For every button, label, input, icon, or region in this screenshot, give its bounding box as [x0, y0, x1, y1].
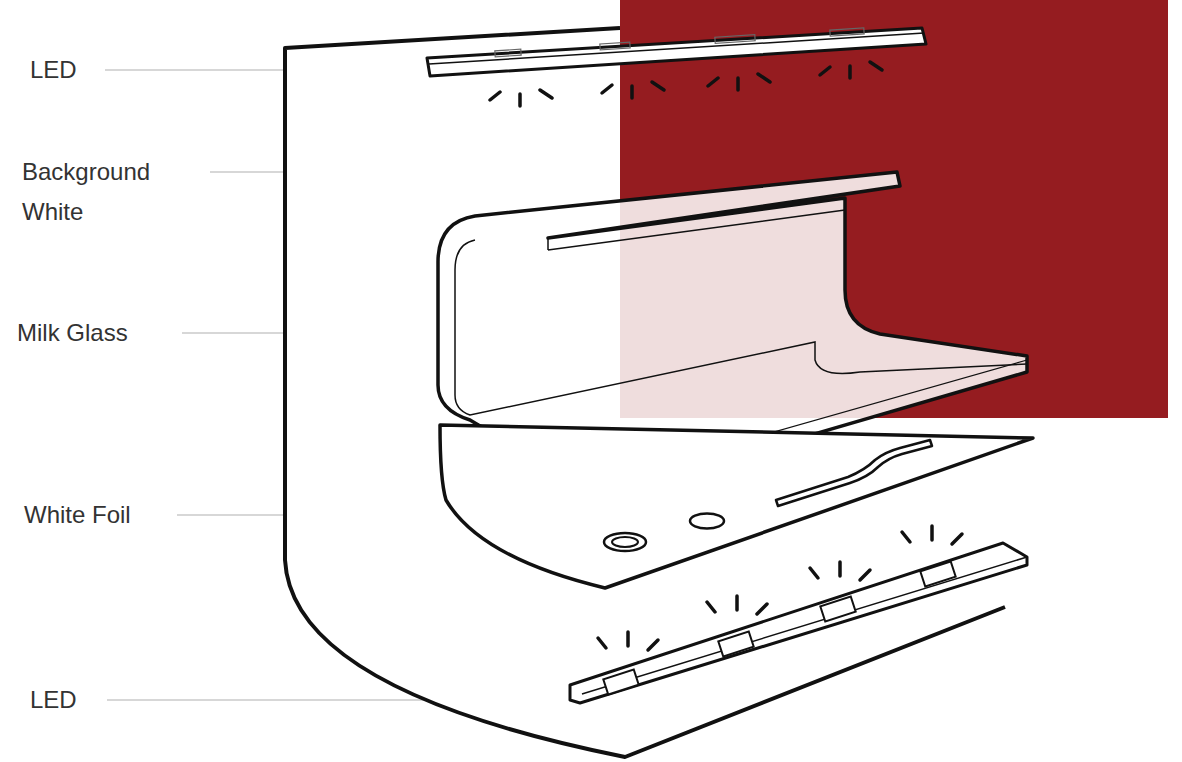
- foil-hole: [690, 514, 724, 529]
- led-board: [570, 543, 1027, 703]
- foil-hole: [604, 533, 646, 551]
- top-led-strip: [427, 28, 926, 106]
- bottom-led-strip: [570, 526, 1027, 703]
- part-label: LED: [30, 50, 120, 90]
- white-foil-part: [440, 425, 1033, 588]
- part-label: LED: [30, 680, 120, 720]
- part-label: Background White: [22, 152, 182, 232]
- light-rays: [490, 62, 882, 106]
- light-rays: [598, 526, 962, 650]
- led-chips: [495, 28, 864, 57]
- led-chips: [603, 561, 955, 694]
- part-label: Milk Glass: [17, 313, 187, 353]
- foil-slot: [776, 440, 932, 506]
- glass-inner-edge: [455, 240, 1027, 415]
- led-board-edge: [429, 33, 924, 64]
- white-foil-sheet: [440, 425, 1033, 588]
- led-board-edge: [582, 557, 1027, 694]
- part-label: White Foil: [24, 495, 194, 535]
- foil-hole-ring: [612, 537, 638, 547]
- glass-edge: [548, 210, 845, 250]
